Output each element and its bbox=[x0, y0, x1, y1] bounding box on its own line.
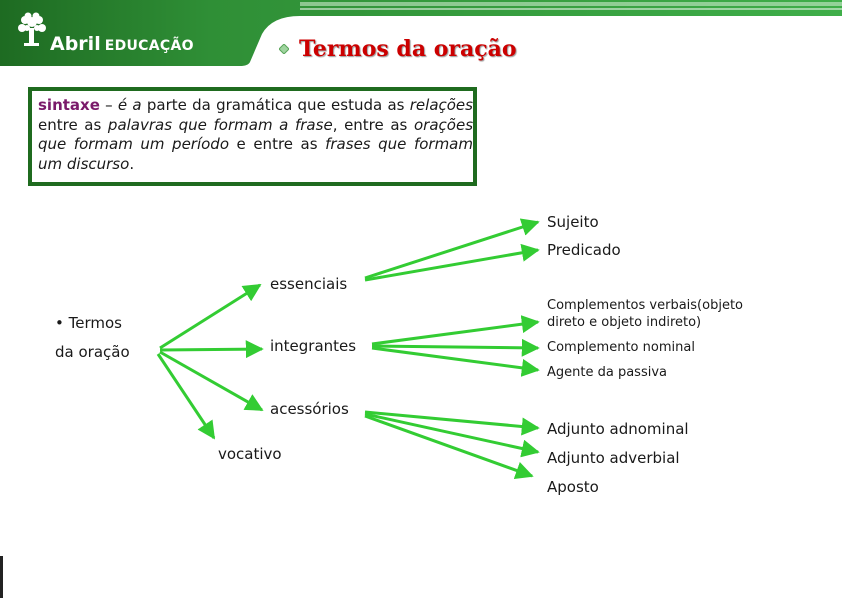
leaf-adjunto-adnominal: Adjunto adnominal bbox=[547, 420, 689, 438]
leaf-adjunto-adverbial: Adjunto adverbial bbox=[547, 449, 680, 467]
arrow-root-integrantes bbox=[159, 340, 264, 359]
arrow-acessorios-aposto bbox=[364, 414, 534, 479]
arrow-integrantes-nominal bbox=[371, 338, 540, 357]
node-essenciais: essenciais bbox=[270, 275, 348, 293]
bullet-icon: • bbox=[55, 314, 64, 332]
brand-suffix: EDUCAÇÃO bbox=[104, 38, 194, 54]
definition-box: sintaxe – é a parte da gramática que est… bbox=[28, 87, 477, 186]
leaf-sujeito: Sujeito bbox=[547, 213, 599, 231]
arrow-integrantes-complementos bbox=[371, 315, 540, 346]
arrow-root-acessorios bbox=[159, 350, 264, 412]
leaf-complemento-nominal: Complemento nominal bbox=[547, 340, 695, 355]
page-edge-mark bbox=[0, 556, 3, 598]
definition-segment: parte da gramática que estuda as bbox=[141, 96, 410, 114]
definition-segment: entre as bbox=[38, 96, 478, 134]
definition-segment: palavras que formam a frase bbox=[107, 115, 333, 134]
leaf-complementos-verbais: Complementos verbais(objeto direto e obj… bbox=[547, 298, 743, 330]
definition-segment: sintaxe bbox=[38, 96, 100, 114]
definition-segment: é a bbox=[117, 96, 142, 114]
diamond-bullet-icon bbox=[279, 44, 289, 54]
leaf-agente-passiva: Agente da passiva bbox=[547, 365, 667, 380]
brand-name: Abril bbox=[50, 33, 101, 55]
leaf-aposto: Aposto bbox=[547, 478, 599, 496]
root-label-line1: • Termos bbox=[55, 314, 122, 332]
node-integrantes: integrantes bbox=[270, 337, 357, 355]
header-background bbox=[0, 0, 842, 66]
tree-logo-icon bbox=[18, 12, 46, 46]
leaf-predicado: Predicado bbox=[547, 241, 621, 259]
node-acessorios: acessórios bbox=[270, 400, 349, 418]
arrow-root-essenciais bbox=[159, 283, 262, 350]
root-label-line2: da oração bbox=[55, 343, 130, 361]
definition-segment: frases que formam um discurso bbox=[38, 135, 478, 173]
arrow-essenciais-sujeito bbox=[364, 218, 540, 280]
arrow-integrantes-agente bbox=[371, 346, 540, 377]
definition-segment: relações bbox=[409, 96, 473, 114]
arrow-acessorios-adnominal bbox=[364, 410, 540, 436]
definition-segment: . bbox=[129, 154, 135, 173]
definition-segment: , entre as bbox=[332, 115, 414, 134]
definition-segment: orações que formam um período bbox=[38, 115, 478, 154]
page-title: Termos da oração bbox=[299, 36, 517, 62]
root-label-text: Termos bbox=[68, 314, 122, 332]
definition-segment: – bbox=[99, 96, 118, 114]
definition-segment: e entre as bbox=[229, 135, 326, 153]
node-vocativo: vocativo bbox=[218, 445, 282, 463]
arrow-essenciais-predicado bbox=[364, 243, 540, 282]
arrow-acessorios-adverbial bbox=[364, 412, 540, 458]
arrow-root-vocativo bbox=[156, 353, 216, 440]
